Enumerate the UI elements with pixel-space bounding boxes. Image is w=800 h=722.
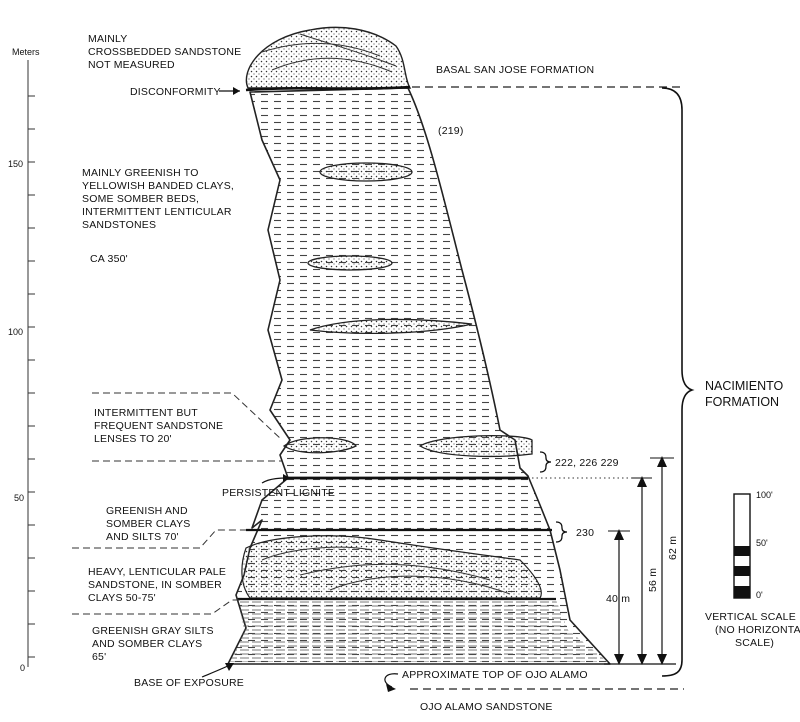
stratigraphic-column (227, 26, 611, 665)
clay-unit (227, 87, 611, 665)
lenses-bracket (92, 392, 283, 462)
vertical-scale-bar: 100' 50' 0' VERTICAL SCALE (NO HORIZONTA… (705, 490, 800, 649)
thickness-label: CA 350' (90, 253, 128, 265)
greenish-somber-label: GREENISH AND SOMBER CLAYS AND SILTS 70' (106, 505, 194, 543)
crossbed-lines (261, 33, 397, 73)
right-annotations: BASAL SAN JOSE FORMATION (219) NACIMIENT… (384, 64, 787, 713)
somber-bracket (72, 529, 246, 549)
top-unit-label: MAINLY CROSSBEDDED SANDSTONE NOT MEASURE… (88, 33, 245, 71)
ojo-top-arrow (384, 673, 399, 688)
measurement-40m: 40 m (606, 529, 630, 665)
clays-unit-label: MAINLY GREENISH TO YELLOWISH BANDED CLAY… (82, 167, 237, 231)
axis-title: Meters (12, 47, 40, 57)
axis-minor-ticks (28, 95, 35, 658)
axis-tick-100: 100 (8, 327, 23, 337)
svg-text:56 m: 56 m (647, 568, 659, 592)
locality-219: (219) (438, 125, 464, 137)
locality-222: 222, 226 229 (555, 457, 619, 469)
sandstone-lens (307, 255, 393, 271)
base-label: BASE OF EXPOSURE (134, 677, 244, 689)
scale-caption: VERTICAL SCALE (NO HORIZONTAL SCALE) (705, 611, 800, 649)
svg-text:40 m: 40 m (606, 593, 630, 605)
measurement-56m: 56 m (632, 476, 659, 665)
sandstone-lens (319, 162, 413, 182)
pale-sandstone-lens (241, 535, 542, 599)
locality-230-brace (555, 521, 568, 543)
disconformity-label: DISCONFORMITY (130, 86, 221, 98)
crossbedded-sandstone (245, 26, 412, 89)
ojo-alamo-label: OJO ALAMO SANDSTONE (420, 701, 553, 713)
sandstone-lens-band (282, 437, 357, 454)
heavy-sandstone-label: HEAVY, LENTICULAR PALE SANDSTONE, IN SOM… (88, 566, 229, 604)
sandstone-lens-band (418, 435, 533, 458)
nacimiento-brace (661, 87, 695, 677)
lens-internal-lines (261, 546, 511, 595)
locality-230: 230 (576, 527, 594, 539)
scale-tick-100: 100' (756, 490, 773, 500)
meters-axis: Meters 150 100 50 0 (8, 47, 40, 673)
sandstone-lens (309, 318, 473, 335)
lignite-label: PERSISTENT LIGNITE (222, 487, 335, 499)
measurement-62m: 62 m (650, 456, 679, 665)
base-arrowhead (225, 663, 234, 671)
svg-text:62 m: 62 m (667, 536, 679, 560)
heavy-bracket (72, 599, 240, 615)
axis-tick-0: 0 (20, 663, 25, 673)
san-jose-label: BASAL SAN JOSE FORMATION (436, 64, 594, 76)
ojo-top-arrowhead (386, 684, 396, 692)
silts-unit (230, 600, 608, 662)
scale-tick-0: 0' (756, 590, 763, 600)
ojo-alamo-top-label: APPROXIMATE TOP OF OJO ALAMO (402, 669, 588, 681)
disconformity-line (245, 85, 411, 92)
disconformity-arrowhead (233, 87, 240, 95)
locality-222-brace (539, 451, 552, 473)
lignite-arrowhead (283, 474, 290, 482)
scale-tick-50: 50' (756, 538, 768, 548)
axis-tick-50: 50 (14, 493, 24, 503)
axis-tick-150: 150 (8, 159, 23, 169)
left-labels: MAINLY CROSSBEDDED SANDSTONE NOT MEASURE… (72, 33, 335, 689)
greenish-gray-label: GREENISH GRAY SILTS AND SOMBER CLAYS 65' (92, 625, 217, 663)
nacimiento-label: NACIMIENTO FORMATION (705, 379, 787, 409)
intermittent-lenses-label: INTERMITTENT BUT FREQUENT SANDSTONE LENS… (94, 407, 226, 445)
